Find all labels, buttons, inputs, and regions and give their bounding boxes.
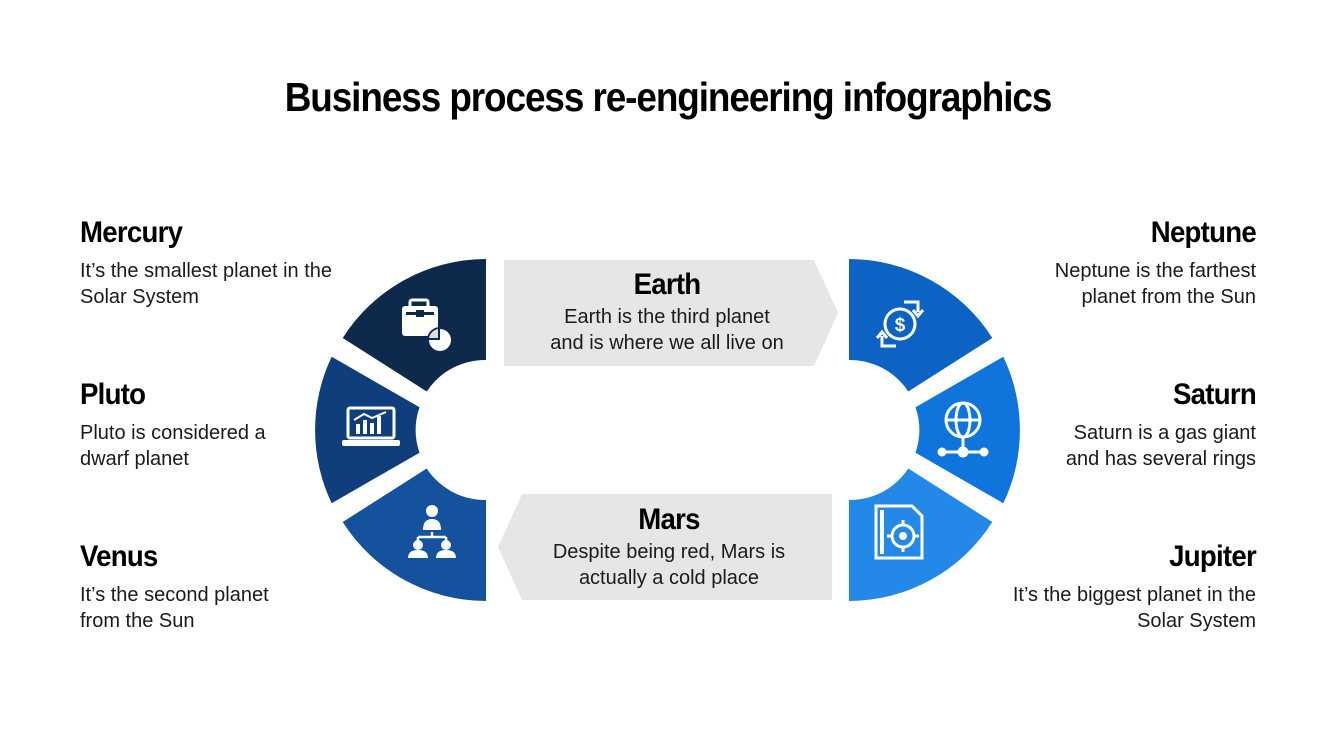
item-mercury: Mercury It’s the smallest planet in the … (80, 216, 340, 310)
item-neptune: Neptune Neptune is the farthest planet f… (996, 216, 1257, 310)
item-title: Neptune (1150, 216, 1257, 249)
item-text: It’s the biggest planet in the Solar Sys… (1012, 584, 1256, 632)
item-text: Neptune is the farthest planet from the … (1054, 260, 1256, 308)
item-jupiter: Jupiter It’s the biggest planet in the S… (996, 540, 1257, 634)
laptop-chart-icon (342, 406, 400, 446)
segment-pluto (315, 356, 420, 504)
earth-banner-text: Earth Earth is the third planet and is w… (504, 268, 830, 356)
item-title: Venus (80, 540, 158, 573)
dollar-cycle-icon: $ (875, 300, 925, 348)
banner-text: Earth is the third planet and is where w… (550, 306, 784, 354)
team-hierarchy-icon (408, 505, 456, 558)
item-title: Pluto (80, 378, 146, 411)
banner-mars (498, 494, 832, 600)
banner-text: Despite being red, Mars is actually a co… (552, 541, 786, 589)
item-title: Jupiter (1169, 540, 1257, 573)
segment-neptune (849, 259, 993, 392)
item-text: It’s the smallest planet in the Solar Sy… (80, 260, 332, 308)
banner-title: Mars (638, 503, 700, 536)
banner-earth (504, 260, 838, 366)
item-title: Mercury (80, 216, 183, 249)
item-saturn: Saturn Saturn is a gas giant and has sev… (996, 378, 1257, 472)
item-text: It’s the second planet from the Sun (80, 584, 269, 632)
item-title: Saturn (1172, 378, 1257, 411)
item-text: Pluto is considered a dwarf planet (80, 422, 266, 470)
segment-venus (342, 468, 486, 601)
document-target-icon (874, 504, 924, 560)
globe-network-icon (937, 401, 989, 458)
svg-text:$: $ (895, 315, 906, 336)
banner-title: Earth (633, 268, 702, 301)
briefcase-chart-icon (402, 298, 453, 353)
item-text: Saturn is a gas giant and has several ri… (1065, 422, 1256, 470)
page-title: Business process re-engineering infograp… (284, 74, 1053, 120)
item-pluto: Pluto Pluto is considered a dwarf planet (80, 378, 340, 472)
item-venus: Venus It’s the second planet from the Su… (80, 540, 340, 634)
mars-banner-text: Mars Despite being red, Mars is actually… (514, 503, 824, 591)
